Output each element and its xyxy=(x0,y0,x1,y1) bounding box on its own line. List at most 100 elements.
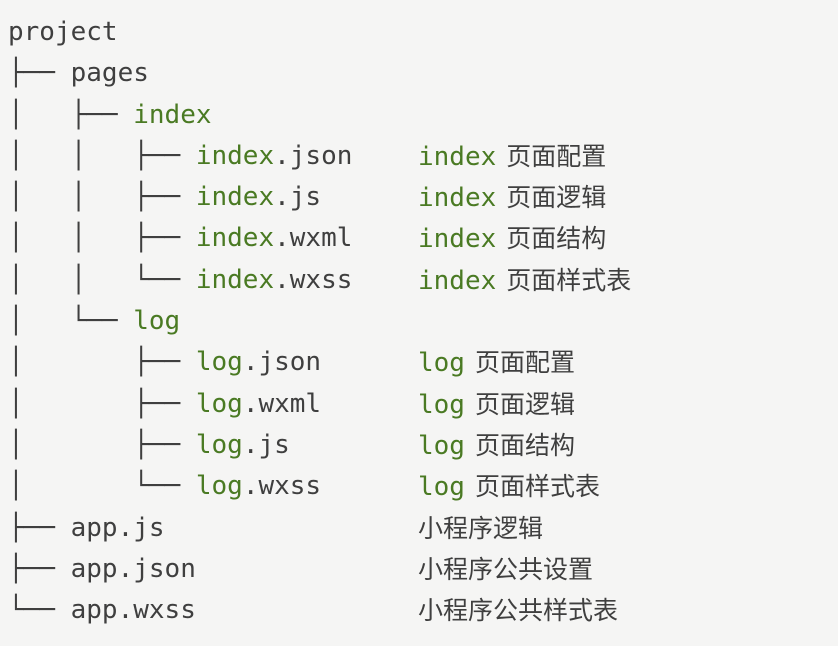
tree-node-extension: .js xyxy=(274,182,322,213)
tree-row-description: index 页面逻辑 xyxy=(418,177,606,219)
tree-node-extension: .wxss xyxy=(274,264,353,295)
description-page-tag: index xyxy=(418,141,497,172)
tree-row-description: log 页面结构 xyxy=(418,425,575,467)
tree-node-name[interactable]: app.js xyxy=(71,508,165,549)
tree-node-name[interactable]: project xyxy=(8,12,118,53)
description-text: 小程序公共设置 xyxy=(418,554,594,584)
tree-branch-glyphs-icon: │ ├── xyxy=(8,388,196,419)
description-text: 小程序公共样式表 xyxy=(418,596,619,626)
tree-row: ├── app.json 小程序公共设置 xyxy=(8,549,838,590)
tree-branch-glyphs-icon: ├── xyxy=(8,512,71,543)
tree-node-name[interactable]: app.wxss xyxy=(71,590,196,631)
tree-node-basename: log xyxy=(195,347,243,378)
tree-branch-glyphs-icon: │ ├── xyxy=(8,347,196,378)
tree-row: ├── app.js 小程序逻辑 xyxy=(8,508,838,549)
tree-node-name[interactable]: index.wxml xyxy=(196,218,353,259)
tree-branch-glyphs-icon: │ │ ├── xyxy=(8,140,196,171)
description-text: 页面样式表 xyxy=(506,265,632,295)
tree-branch-glyphs-icon: │ │ ├── xyxy=(8,223,196,254)
tree-node-extension: .wxss xyxy=(242,471,322,502)
description-text: 小程序逻辑 xyxy=(418,513,544,543)
tree-node-name[interactable]: log xyxy=(133,301,180,342)
tree-node-extension: .json xyxy=(274,140,353,171)
tree-node-basename: log xyxy=(133,306,181,337)
tree-node-basename: index xyxy=(195,223,275,254)
description-page-tag: index xyxy=(418,183,497,214)
tree-node-extension: .js xyxy=(242,429,290,460)
tree-node-basename: log xyxy=(195,471,243,502)
description-text: 页面逻辑 xyxy=(474,389,575,419)
description-text: 页面配置 xyxy=(474,348,575,378)
tree-node-basename: log xyxy=(195,388,243,419)
tree-row: │ └── log xyxy=(8,301,838,342)
tree-row-description: log 页面配置 xyxy=(418,342,575,384)
tree-node-extension: .wxml xyxy=(274,223,353,254)
description-page-tag: log xyxy=(418,472,465,503)
tree-branch-glyphs-icon: │ └── xyxy=(8,306,134,337)
tree-row: └── app.wxss 小程序公共样式表 xyxy=(8,590,838,631)
tree-row: project xyxy=(8,12,838,53)
tree-row-description: 小程序逻辑 xyxy=(418,508,543,550)
tree-node-extension: .json xyxy=(242,347,322,378)
tree-row-description: index 页面配置 xyxy=(418,136,606,178)
tree-node-name[interactable]: index xyxy=(133,95,211,136)
tree-row-description: 小程序公共设置 xyxy=(418,549,593,591)
tree-node-basename: app xyxy=(70,512,118,543)
description-text: 页面配置 xyxy=(506,141,607,171)
tree-row: ├── pages xyxy=(8,53,838,94)
tree-branch-glyphs-icon: │ ├── xyxy=(8,99,134,130)
tree-row-description: log 页面样式表 xyxy=(418,466,600,508)
tree-node-name[interactable]: log.json xyxy=(196,342,321,383)
tree-node-basename: app xyxy=(70,553,118,584)
tree-branch-glyphs-icon: │ │ ├── xyxy=(8,182,196,213)
tree-node-name[interactable]: log.wxml xyxy=(196,384,321,425)
tree-node-name[interactable]: index.wxss xyxy=(196,260,353,301)
tree-row-description: index 页面结构 xyxy=(418,218,606,260)
tree-node-name[interactable]: log.js xyxy=(196,425,290,466)
description-text: 页面样式表 xyxy=(474,472,600,502)
tree-branch-glyphs-icon: │ ├── xyxy=(8,429,196,460)
tree-node-basename: log xyxy=(195,429,243,460)
tree-node-extension: .json xyxy=(117,553,196,584)
tree-node-basename: index xyxy=(195,140,275,171)
tree-node-basename: index xyxy=(133,99,212,130)
description-page-tag: index xyxy=(418,265,497,296)
tree-branch-glyphs-icon: └── xyxy=(8,595,71,626)
tree-node-extension: .js xyxy=(117,512,165,543)
tree-row-description: log 页面逻辑 xyxy=(418,384,575,426)
tree-node-basename: project xyxy=(8,17,118,47)
tree-node-name[interactable]: pages xyxy=(71,53,149,94)
description-text: 页面结构 xyxy=(474,430,575,460)
description-page-tag: index xyxy=(418,224,497,255)
tree-branch-glyphs-icon: │ └── xyxy=(8,471,196,502)
tree-node-name[interactable]: log.wxss xyxy=(196,466,321,507)
tree-node-basename: index xyxy=(195,264,275,295)
tree-row-description: 小程序公共样式表 xyxy=(418,590,618,632)
tree-row: │ ├── index xyxy=(8,95,838,136)
tree-node-basename: index xyxy=(195,182,275,213)
description-page-tag: log xyxy=(418,348,465,379)
tree-node-extension: .wxml xyxy=(242,388,322,419)
tree-row-description: index 页面样式表 xyxy=(418,260,631,302)
tree-node-name[interactable]: index.js xyxy=(196,177,321,218)
tree-node-name[interactable]: app.json xyxy=(71,549,196,590)
tree-node-extension: .wxss xyxy=(117,595,196,626)
tree-node-basename: app xyxy=(70,595,118,626)
description-page-tag: log xyxy=(418,389,465,420)
description-text: 页面结构 xyxy=(506,224,607,254)
tree-node-basename: pages xyxy=(70,58,149,89)
tree-branch-glyphs-icon: │ │ └── xyxy=(8,264,196,295)
description-page-tag: log xyxy=(418,430,465,461)
tree-branch-glyphs-icon: ├── xyxy=(8,553,71,584)
description-text: 页面逻辑 xyxy=(506,183,607,213)
tree-node-name[interactable]: index.json xyxy=(196,136,353,177)
